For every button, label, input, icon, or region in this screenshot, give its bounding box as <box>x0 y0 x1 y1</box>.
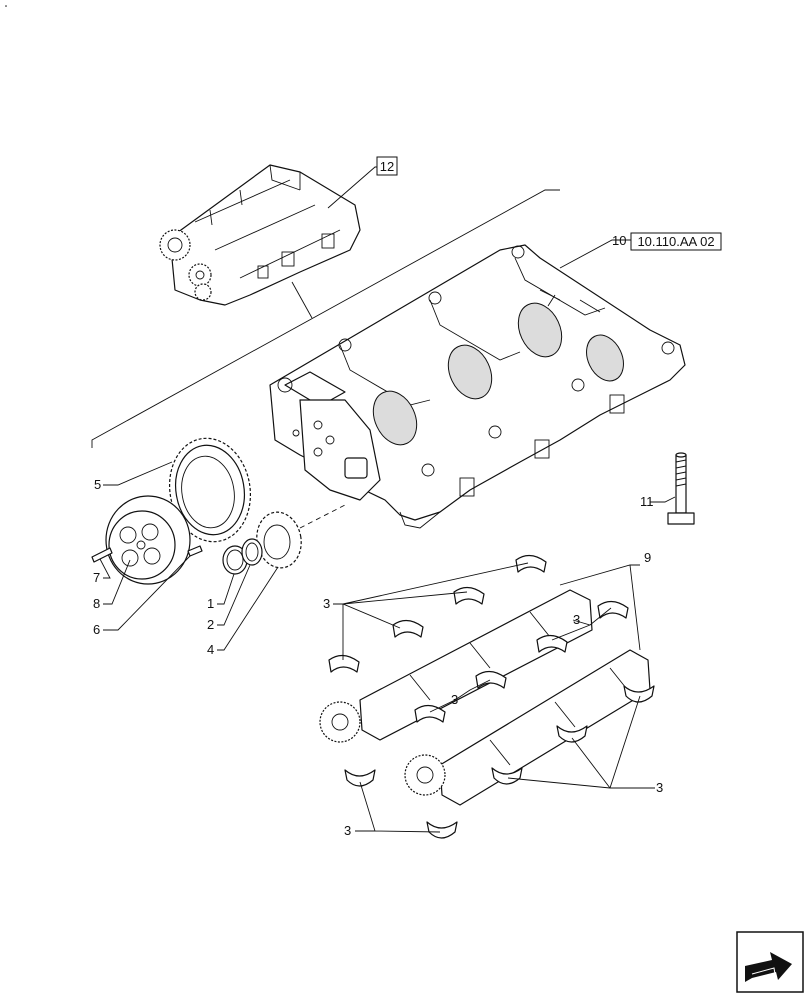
callout-6: 6 <box>93 622 100 637</box>
corner-dot <box>5 5 7 7</box>
thumbnail-leader <box>291 281 313 319</box>
ring-parts <box>222 538 263 575</box>
bearing-shells <box>328 554 655 839</box>
callout-4: 4 <box>207 642 214 657</box>
callouts: 12 10 10.110.AA 02 5 7 8 6 1 2 4 11 9 3 … <box>93 156 722 838</box>
callout-8: 8 <box>93 596 100 611</box>
balancer-assembly-thumbnail <box>159 164 361 306</box>
gear-centerline <box>299 504 346 529</box>
callout-12: 12 <box>380 159 394 174</box>
callout-10: 10 <box>612 233 626 248</box>
reference-label: 10.110.AA 02 <box>637 234 714 249</box>
small-gear <box>256 511 302 569</box>
callout-3-upper-left: 3 <box>323 596 330 611</box>
leader-lines <box>99 166 676 833</box>
callout-box-12 <box>376 156 398 176</box>
bolt <box>667 452 695 525</box>
callout-3-lower-right: 3 <box>656 780 663 795</box>
next-page-arrow-icon[interactable] <box>736 931 804 993</box>
callout-5: 5 <box>94 477 101 492</box>
large-gear <box>168 437 252 543</box>
callout-11: 11 <box>640 494 654 509</box>
shaft-upper <box>319 589 593 743</box>
reference-box <box>630 232 722 251</box>
callout-3-upper-right: 3 <box>573 612 580 627</box>
callout-2: 2 <box>207 617 214 632</box>
pulley-hub <box>105 495 191 585</box>
callout-9: 9 <box>644 550 651 565</box>
balancer-housing <box>269 244 686 529</box>
callout-7: 7 <box>93 570 100 585</box>
callout-1: 1 <box>207 596 214 611</box>
callout-3-middle: 3 <box>451 692 458 707</box>
callout-3-lower-left: 3 <box>344 823 351 838</box>
separator-line <box>91 189 560 448</box>
screws <box>91 545 203 563</box>
